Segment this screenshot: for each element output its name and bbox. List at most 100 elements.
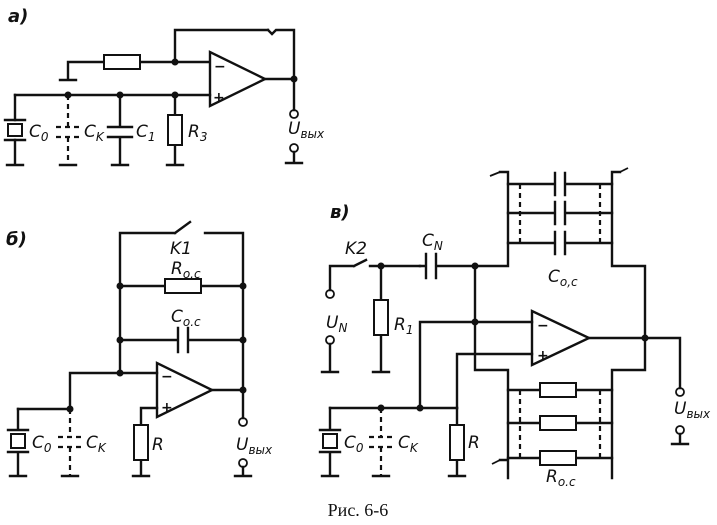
cn-label-c: CN (422, 231, 443, 253)
junction-a-out (290, 75, 298, 83)
junction-b4 (239, 336, 247, 344)
circuit-c: в) K2 UN CN R1 Co,c − (318, 167, 711, 489)
c0-crystal-c (322, 433, 338, 449)
opamp-a (208, 50, 268, 108)
junction-c5 (416, 404, 424, 412)
part-label-b: б) (6, 229, 27, 250)
output-wire-b (210, 388, 245, 420)
c0-label-b: C0 (32, 433, 52, 455)
junction-b-out (239, 386, 247, 394)
c0-label-a: C0 (29, 122, 49, 144)
k2-label-c: K2 (345, 239, 367, 259)
c0-wire-a (5, 93, 25, 167)
r-resistor-c (449, 424, 465, 461)
output-ground-c (670, 432, 690, 446)
ck-plates-c (369, 435, 393, 449)
c0-crystal-b (10, 433, 26, 449)
junction-c-out (641, 334, 649, 342)
roc-resistor-2 (539, 415, 577, 431)
junction-a1 (171, 58, 179, 66)
r1-label-c: R1 (394, 315, 413, 337)
opamp-b-plus: + (161, 400, 173, 416)
roc-resistor-3 (539, 450, 577, 466)
r1-wire-c (371, 264, 391, 374)
output-terminal-b1 (238, 417, 248, 427)
junction-b1 (116, 282, 124, 290)
junction-c3 (471, 318, 479, 326)
r1-resistor-c (373, 299, 389, 336)
k1-label-b: K1 (170, 239, 192, 259)
right-bus-c (610, 170, 647, 480)
roc-bank-c (506, 382, 614, 466)
c0-b (6, 407, 30, 478)
c0-plates-a (3, 118, 27, 142)
r-resistor-b (133, 424, 149, 461)
ck-plates-b (58, 435, 82, 449)
c1-label-a: C1 (136, 122, 156, 144)
left-bus-break-top (489, 171, 501, 177)
output-ground-b (233, 465, 253, 478)
roc-label-b: Ro.c (171, 259, 201, 281)
cn-c (418, 252, 477, 280)
coc-capacitor-1 (506, 171, 614, 197)
feedback-wire-a (173, 28, 296, 80)
opamp-c-plus: + (537, 348, 549, 364)
ck-label-c: CK (398, 433, 419, 455)
r-wire-c (447, 406, 467, 478)
r-label-c: R (468, 433, 480, 453)
c1-a (106, 93, 134, 167)
resistor-input-a (103, 54, 141, 70)
figure-caption: Рис. 6-6 (328, 500, 389, 520)
output-ground-a (284, 150, 304, 165)
part-label-a: а) (8, 6, 28, 27)
circuit-b: б) K1 Ro.c Co.c − + Uвых R (6, 220, 273, 478)
c0-label-c: C0 (344, 433, 364, 455)
opamp-b-minus: − (161, 369, 173, 385)
noninv-wire-c (455, 352, 534, 410)
r-wire-b (131, 406, 159, 478)
uout-label-b: Uвых (236, 435, 273, 457)
opamp-c-minus: − (537, 318, 549, 334)
uout-label-c: Uвых (674, 399, 711, 421)
uout-label-a: Uвых (288, 119, 325, 141)
r3-resistor-a (167, 114, 183, 146)
left-bus-c (473, 170, 510, 480)
ck-label-a: CK (84, 122, 105, 144)
coc-b (118, 326, 245, 354)
r3-label-a: R3 (188, 122, 207, 144)
roc-dashed-c (518, 390, 602, 458)
coc-capacitor-2 (506, 200, 614, 226)
coc-label-b: Co.c (171, 307, 201, 329)
coc-bank-c (506, 171, 614, 256)
circuit-a: а) − + Uвых C0 CK C1 (3, 6, 325, 167)
output-terminal-a1 (289, 109, 299, 119)
output-wire-a (263, 77, 296, 112)
opamp-b (155, 361, 215, 419)
roc-label-c: Ro.c (546, 467, 576, 489)
opamp-a-minus: − (214, 59, 226, 75)
r-label-b: R (152, 435, 164, 455)
ck-plates-a (56, 125, 80, 139)
k2-switch-c (328, 258, 422, 292)
r3-wire-a (165, 93, 185, 167)
opamp-c (530, 309, 592, 367)
coc-capacitor-3 (506, 230, 614, 256)
right-bus-break-top (619, 167, 629, 173)
output-wire-c (587, 336, 682, 390)
part-label-c: в) (330, 202, 350, 223)
inv-wire-c (418, 320, 534, 410)
opamp-a-plus: + (213, 90, 225, 106)
output-terminal-c1 (675, 387, 685, 397)
c0-crystal-a (7, 123, 23, 137)
left-bus-break-bottom (491, 459, 501, 465)
junction-b2 (239, 282, 247, 290)
junction-b5 (116, 369, 124, 377)
un-ground-c (320, 342, 340, 374)
junction-b3 (116, 336, 124, 344)
roc-resistor-1 (539, 382, 577, 398)
un-terminal-c1 (325, 289, 335, 299)
c0-c (318, 406, 342, 478)
inv-wire-b (68, 371, 159, 411)
ck-label-b: CK (86, 433, 107, 455)
